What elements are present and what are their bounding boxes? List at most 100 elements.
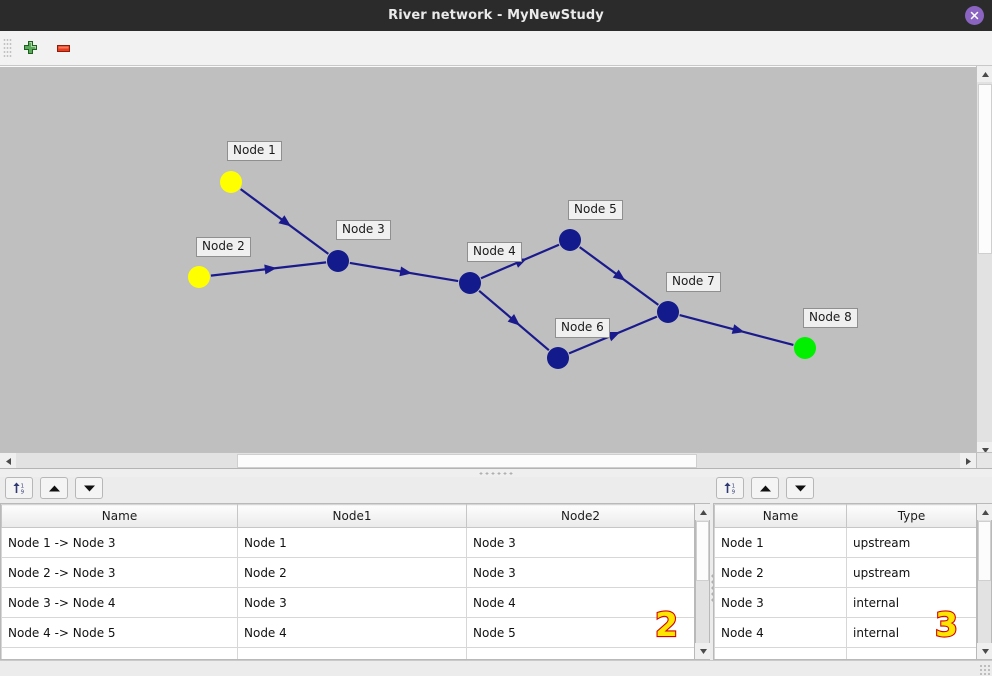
toolbar-drag-handle[interactable] <box>3 38 12 58</box>
nodes-table-cell[interactable]: Node 1 <box>714 527 847 558</box>
reaches-table-cell[interactable]: Node 5 <box>466 617 694 648</box>
graph-node-node-5[interactable] <box>559 229 581 251</box>
reaches-vscroll-thumb[interactable] <box>696 521 709 581</box>
reaches-vertical-scrollbar[interactable] <box>695 503 711 660</box>
reaches-table-cell[interactable]: Node 1 <box>237 527 467 558</box>
title-bar: River network - MyNewStudy <box>0 0 992 31</box>
reaches-table-cell-empty <box>466 647 694 659</box>
scroll-up-icon[interactable] <box>977 66 992 82</box>
graph-node-node-6[interactable] <box>547 347 569 369</box>
nodes-scroll-down-icon[interactable] <box>977 643 992 659</box>
reaches-scroll-up-icon[interactable] <box>695 504 711 520</box>
status-strip <box>0 660 992 676</box>
reaches-scroll-down-icon[interactable] <box>695 643 711 659</box>
reaches-table-cell[interactable]: Node 1 -> Node 3 <box>1 527 238 558</box>
canvas-horizontal-scrollbar[interactable] <box>0 452 976 469</box>
graph-node-label-node-4[interactable]: Node 4 <box>467 242 522 262</box>
reaches-table-cell[interactable]: Node 3 -> Node 4 <box>1 587 238 618</box>
canvas-vertical-scrollbar[interactable] <box>976 66 992 458</box>
graph-node-label-node-3[interactable]: Node 3 <box>336 220 391 240</box>
nodes-table-cell[interactable]: Node 4 <box>714 617 847 648</box>
nodes-scroll-up-icon[interactable] <box>977 504 992 520</box>
reaches-table-cell[interactable]: Node 3 <box>466 527 694 558</box>
svg-text:1: 1 <box>731 484 734 490</box>
graph-node-label-node-6[interactable]: Node 6 <box>555 318 610 338</box>
graph-node-node-8[interactable] <box>794 337 816 359</box>
scroll-right-icon[interactable] <box>960 453 976 469</box>
arrow-down-icon[interactable] <box>786 477 814 499</box>
canvas-vscroll-thumb[interactable] <box>978 84 992 254</box>
reaches-table-header-row: Name Node1 Node2 <box>1 504 694 528</box>
nodes-table-cell[interactable]: upstream <box>846 527 976 558</box>
canvas-hscroll-thumb[interactable] <box>237 454 697 468</box>
graph-node-label-node-1[interactable]: Node 1 <box>227 141 282 161</box>
horizontal-splitter[interactable] <box>0 468 992 477</box>
reaches-col-node2[interactable]: Node2 <box>466 504 694 528</box>
edge-arrow-icon <box>278 215 292 227</box>
reaches-table-cell[interactable]: Node 3 <box>237 587 467 618</box>
window-resize-grip[interactable] <box>979 664 990 675</box>
edge-arrow-icon <box>264 264 277 275</box>
graph-node-node-2[interactable] <box>188 266 210 288</box>
reaches-table-cell[interactable]: Node 2 <box>237 557 467 588</box>
nodes-table-cell-empty <box>846 647 976 659</box>
reaches-table-cell[interactable]: Node 2 -> Node 3 <box>1 557 238 588</box>
reaches-col-name[interactable]: Name <box>1 504 238 528</box>
annotation-2: 2 <box>654 605 679 644</box>
nodes-vertical-scrollbar[interactable] <box>977 503 992 660</box>
scroll-left-icon[interactable] <box>0 453 16 469</box>
nodes-table-cell[interactable]: upstream <box>846 557 976 588</box>
remove-minus-icon[interactable] <box>50 35 76 61</box>
nodes-table-cell[interactable]: Node 3 <box>714 587 847 618</box>
graph-node-label-node-5[interactable]: Node 5 <box>568 200 623 220</box>
nodes-col-name[interactable]: Name <box>714 504 847 528</box>
reaches-table-cell[interactable]: Node 4 <box>466 587 694 618</box>
graph-node-node-3[interactable] <box>327 250 349 272</box>
nodes-panel-toolbar: 1 9 <box>716 477 814 499</box>
reaches-table-cell[interactable]: Node 4 -> Node 5 <box>1 617 238 648</box>
sort-ascending-icon[interactable]: 1 9 <box>5 477 33 499</box>
graph-node-label-node-2[interactable]: Node 2 <box>196 237 251 257</box>
river-network-canvas[interactable]: Node 1 Node 2 Node 3 Node 4 Node 5 Node 6 Node… <box>0 66 992 458</box>
graph-node-node-4[interactable] <box>459 272 481 294</box>
add-plus-icon[interactable] <box>17 35 43 61</box>
arrow-down-icon[interactable] <box>75 477 103 499</box>
close-icon[interactable] <box>965 6 984 25</box>
svg-text:1: 1 <box>20 484 23 490</box>
arrow-up-icon[interactable] <box>40 477 68 499</box>
reaches-table-cell[interactable]: Node 4 <box>237 617 467 648</box>
nodes-vscroll-thumb[interactable] <box>978 521 991 581</box>
graph-node-node-7[interactable] <box>657 301 679 323</box>
reaches-col-node1[interactable]: Node1 <box>237 504 467 528</box>
graph-node-node-1[interactable] <box>220 171 242 193</box>
reaches-table-row-empty <box>1 647 694 659</box>
reaches-table-cell-empty <box>1 647 238 659</box>
vertical-splitter[interactable] <box>710 500 715 676</box>
graph-node-label-node-8[interactable]: Node 8 <box>803 308 858 328</box>
graph-node-label-node-7[interactable]: Node 7 <box>666 272 721 292</box>
edge-arrow-icon <box>731 324 745 334</box>
nodes-table-cell[interactable]: internal <box>846 617 976 648</box>
nodes-col-type[interactable]: Type <box>846 504 976 528</box>
nodes-table-cell[interactable]: internal <box>846 587 976 618</box>
nodes-table-cell[interactable]: Node 2 <box>714 557 847 588</box>
arrow-up-icon[interactable] <box>751 477 779 499</box>
edge-layer <box>210 188 794 355</box>
sort-ascending-icon[interactable]: 1 9 <box>716 477 744 499</box>
reaches-table-cell[interactable]: Node 3 <box>466 557 694 588</box>
edge-arrow-icon <box>612 269 626 281</box>
nodes-table-header-row: Name Type <box>714 504 976 528</box>
